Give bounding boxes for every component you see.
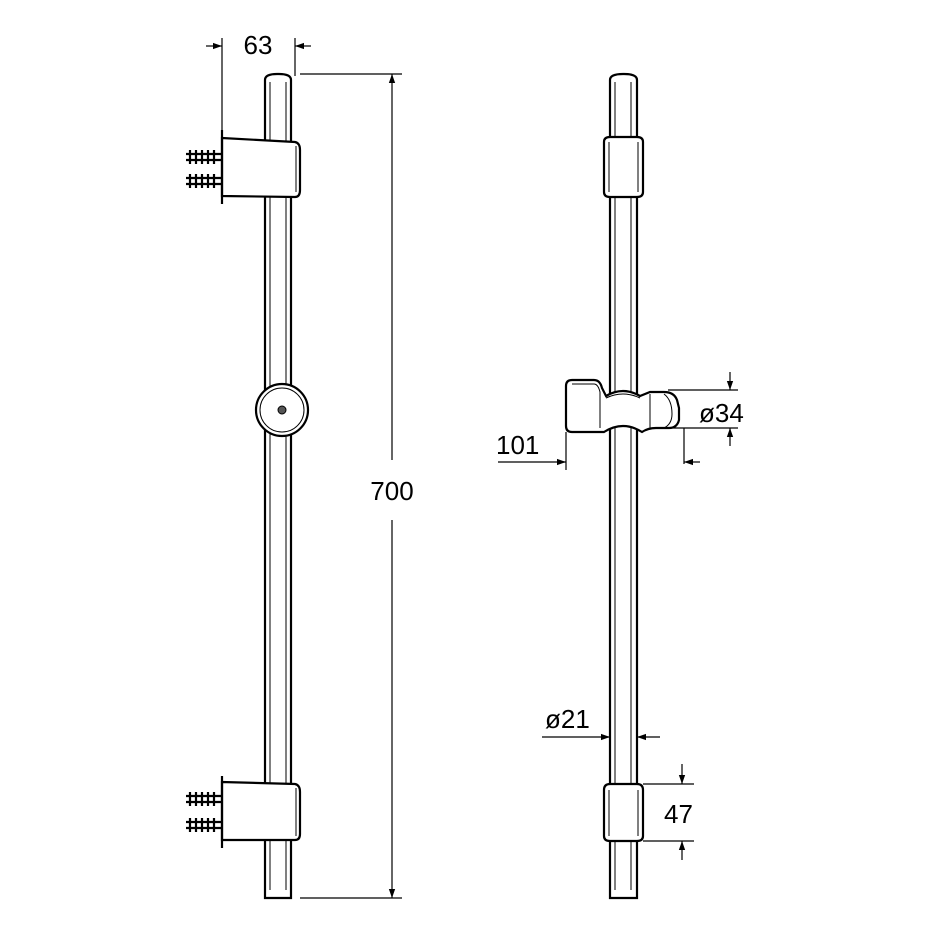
side-view: 63 700 — [186, 30, 424, 900]
shower-holder — [564, 378, 681, 434]
dimension-d34-label: ø34 — [699, 398, 744, 428]
dimension-101-label: 101 — [496, 430, 539, 460]
dimension-47: 47 — [643, 764, 694, 860]
top-screw-anchors — [186, 150, 222, 188]
dimension-63: 63 — [206, 30, 311, 130]
slider-knob — [254, 382, 310, 438]
top-wall-bracket — [186, 130, 302, 204]
front-bar — [608, 72, 639, 900]
dimension-700-label: 700 — [370, 476, 413, 506]
dimension-d34: ø34 — [668, 372, 744, 446]
bottom-bracket-sleeve — [602, 782, 645, 843]
dimension-47-label: 47 — [664, 799, 693, 829]
side-bar — [263, 72, 293, 900]
dimension-d21: ø21 — [542, 704, 660, 741]
bottom-wall-bracket — [186, 776, 302, 848]
dimension-101: 101 — [496, 428, 700, 470]
dimension-d21-label: ø21 — [545, 704, 590, 734]
dimension-63-label: 63 — [244, 30, 273, 60]
top-bracket-sleeve — [602, 135, 645, 199]
front-view: ø34 101 ø21 47 — [496, 72, 744, 900]
bottom-screw-anchors — [186, 792, 222, 832]
dimension-700: 700 — [300, 73, 424, 899]
